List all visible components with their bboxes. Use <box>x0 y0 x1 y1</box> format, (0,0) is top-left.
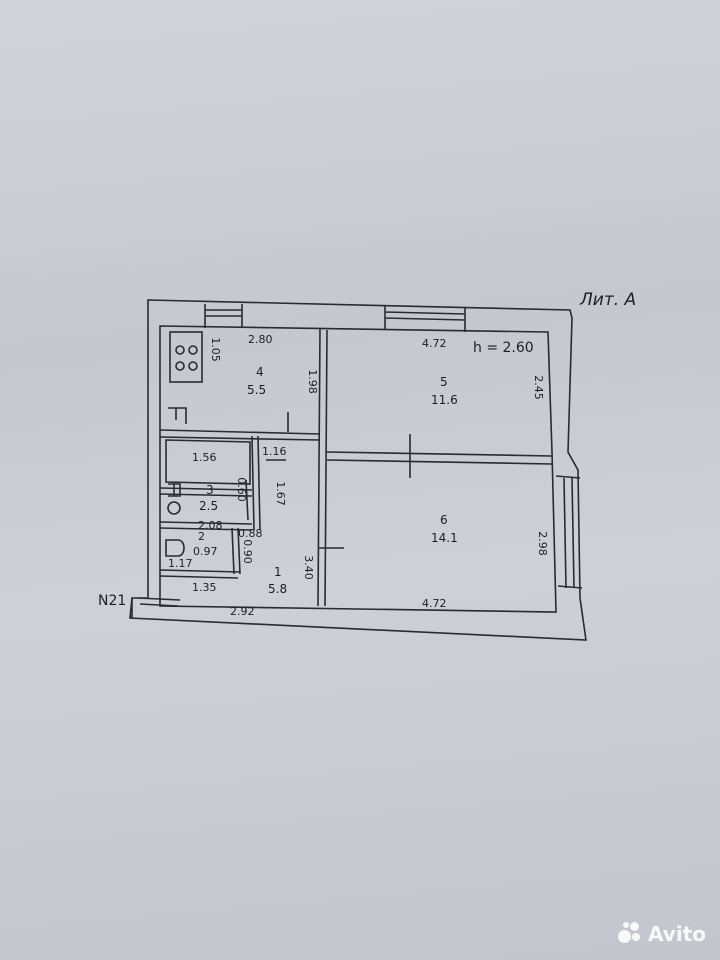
wash-basin <box>168 483 181 497</box>
room-4-area: 5.5 <box>247 383 267 397</box>
avito-watermark: Avito <box>618 922 706 946</box>
dim-kitchen-left: 1.05 <box>208 337 222 362</box>
room-3-number: 3 <box>206 483 214 497</box>
room-5-number: 5 <box>440 375 448 389</box>
dim-room5-top: 4.72 <box>422 337 447 350</box>
room-5-area: 11.6 <box>431 393 458 407</box>
wc-right <box>231 527 241 575</box>
tick-entry <box>139 603 179 607</box>
outer-wall <box>129 299 587 641</box>
dim-hall-bottom: 2.92 <box>230 605 255 618</box>
toilet <box>165 539 185 557</box>
corridor-wall <box>251 435 261 531</box>
room-6-area: 14.1 <box>431 531 458 545</box>
room-6-number: 6 <box>440 513 448 527</box>
avito-text: Avito <box>648 922 706 946</box>
bath-wall <box>159 487 253 497</box>
dim-corridor-top: 1.16 <box>262 445 287 458</box>
dim-bath-small: 0.60 <box>234 477 248 502</box>
stove <box>169 331 203 383</box>
window-room6 <box>555 475 583 589</box>
dim-room6-right: 2.98 <box>535 531 549 556</box>
kitchen-sink <box>168 407 187 424</box>
room-4-number: 4 <box>256 365 264 379</box>
dim-bath-side: 1.67 <box>273 481 287 506</box>
dim-kitchen-right: 1.98 <box>305 369 319 394</box>
window-room5 <box>384 306 466 332</box>
dim-wc-side: 0.90 <box>240 539 254 564</box>
apartment-number: N21 <box>98 593 127 609</box>
dim-room5-right: 2.45 <box>531 375 545 400</box>
kitchen-wall <box>159 429 321 441</box>
room-1-number: 1 <box>274 565 282 579</box>
room-1-area: 5.8 <box>268 582 288 596</box>
dim-wc-top: 0.88 <box>238 527 263 540</box>
inner-wall <box>159 325 557 613</box>
dim-kitchen-top: 2.80 <box>248 333 273 346</box>
dim-bath-width: 1.56 <box>192 451 217 464</box>
dim-hall-left: 1.35 <box>192 581 217 594</box>
partition-main <box>317 327 328 607</box>
wc-wall <box>159 521 253 531</box>
basin-drain <box>167 501 181 515</box>
dim-wc-right: 2.08 <box>198 519 223 532</box>
room-3-area: 2.5 <box>199 499 219 513</box>
dim-hall-right: 3.40 <box>301 555 315 580</box>
wc-bottom <box>159 569 241 579</box>
bath3-right <box>245 479 249 521</box>
liter-label: Лит. А <box>580 290 637 310</box>
ceiling-height: h = 2.60 <box>473 340 534 356</box>
window-kitchen <box>204 304 243 328</box>
room-2-number: 2 <box>198 530 205 543</box>
room-2-area: 0.97 <box>193 545 218 558</box>
dim-room6-bottom: 4.72 <box>422 597 447 610</box>
dim-wc-bottom: 1.17 <box>168 557 193 570</box>
avito-logo-icon <box>618 922 642 946</box>
entry-door <box>131 597 181 618</box>
bath-box <box>165 439 251 485</box>
partition-5-6 <box>326 451 553 465</box>
